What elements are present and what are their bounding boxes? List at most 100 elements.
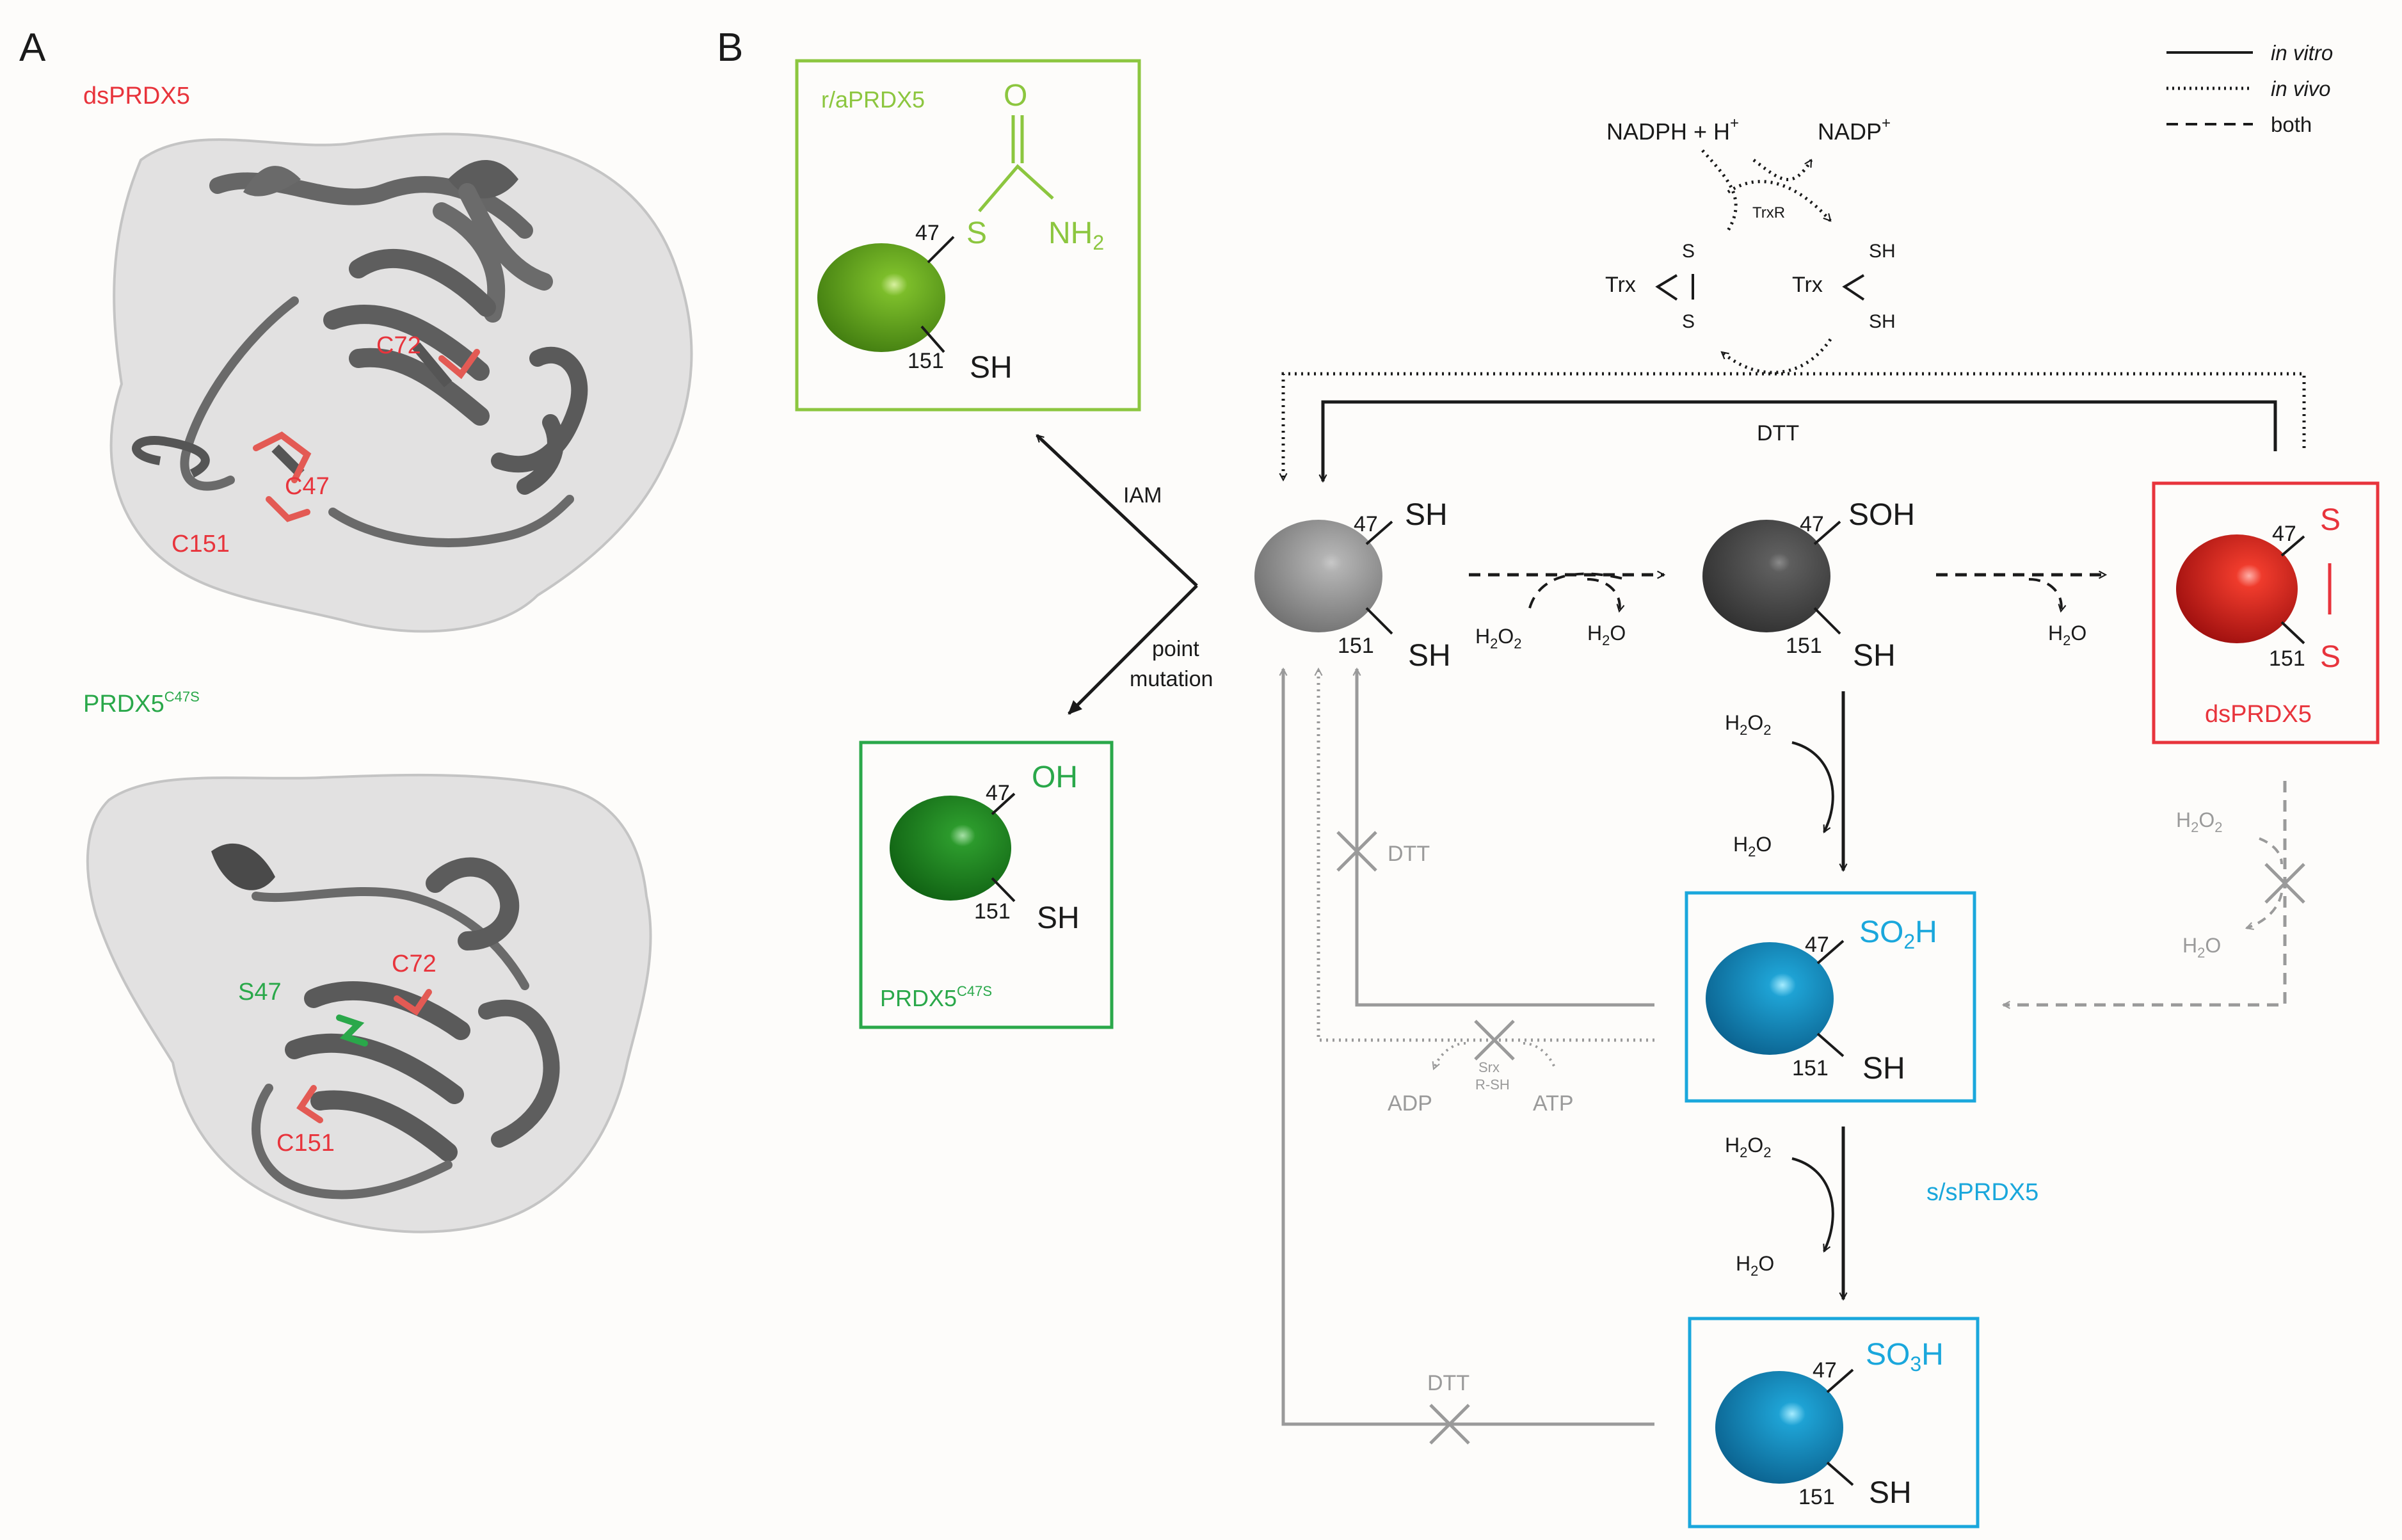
atp-label: ATP (1533, 1091, 1574, 1116)
prdx5-c47s-oh: OH (1032, 760, 1078, 794)
panel-a-label: A (19, 26, 46, 70)
prdx5-c47s-residue-151: 151 (974, 899, 1011, 924)
r-aprdx5-residue-151: 151 (908, 349, 944, 373)
dtt-reduction-arrow (1323, 400, 2277, 481)
srx-return-arrow (1318, 669, 1654, 1042)
line-style-legend: in vitro in vivo both (2166, 41, 2333, 136)
amide-nh2: NH2 (1048, 216, 1104, 254)
blocked-cross-icon-4 (1429, 1404, 1470, 1445)
thioredoxin-cycle: NADPH + H+ NADP+ TrxR Trx S S Trx SH SH (1605, 115, 1896, 374)
trx-reduced-label: Trx (1792, 273, 1823, 297)
dsprdx5-structure-image (109, 132, 693, 633)
sulfonic-residue-47: 47 (1813, 1358, 1837, 1383)
prdx5-c47s-structure-image (86, 773, 652, 1233)
dtt-label-sulfonic: DTT (1427, 1371, 1469, 1395)
r-aprdx5-sulfur: S (966, 216, 987, 250)
c47-label-top: C47 (285, 473, 330, 500)
point-mutation-arrow (1068, 584, 1198, 715)
srx-label: Srx (1478, 1059, 1500, 1075)
trx-sh-top: SH (1869, 241, 1896, 262)
reduced-prdx5: 47 151 SH SH (1254, 498, 1451, 673)
mutation-label: mutation (1130, 667, 1213, 691)
blocked-cross-icon-3 (1474, 1020, 1515, 1061)
sulfinic-sh: SH (1862, 1052, 1905, 1086)
h2o-label-gray: H2O (2182, 934, 2221, 961)
nadp-label: NADP+ (1818, 115, 1891, 145)
h2o-label-3: H2O (1733, 833, 1772, 860)
r-aprdx5-box: r/aPRDX5 47 151 S O NH2 SH (795, 59, 1141, 412)
sulfenic-soh: SOH (1848, 498, 1915, 532)
dsprdx5-structure-title: dsPRDX5 (83, 83, 190, 109)
disulfide-s-bottom: S (2320, 640, 2341, 674)
h2o2-label-gray: H2O2 (2176, 808, 2223, 835)
r-sh-label: R-SH (1475, 1077, 1510, 1093)
r-aprdx5-sh: SH (970, 351, 1013, 385)
disulfide-to-sulfinic-arrow (2003, 781, 2287, 1005)
trxr-label: TrxR (1752, 204, 1785, 221)
h2o2-label-1: H2O2 (1475, 625, 1522, 652)
sulfinic-residue-151: 151 (1792, 1056, 1829, 1080)
sulfonic-prdx5-sphere (1715, 1371, 1843, 1484)
s47-label: S47 (238, 979, 282, 1006)
legend-both-label: both (2271, 113, 2312, 136)
disulfide-s-top: S (2320, 503, 2341, 537)
sulfonic-dtt-return-arrow (1283, 669, 1654, 1426)
reduced-prdx5-sphere (1254, 520, 1382, 632)
prdx5-c47s-sh: SH (1037, 901, 1080, 935)
sulfonic-prdx5-box: 47 151 SO3H SH (1688, 1317, 1980, 1528)
dsprdx5-box: 47 151 S S dsPRDX5 (2152, 481, 2380, 744)
reduced-residue-151: 151 (1338, 634, 1374, 658)
prdx5-c47s-title: PRDX5C47S (880, 983, 992, 1011)
dtt-label-sulfinic: DTT (1388, 842, 1430, 866)
prdx5-c47s-residue-47: 47 (986, 781, 1010, 805)
reduced-sh-151: SH (1408, 639, 1451, 673)
legend-in-vivo-label: in vivo (2271, 77, 2331, 100)
iam-label: IAM (1123, 483, 1162, 508)
c72-label-bottom: C72 (392, 950, 436, 977)
adp-label: ADP (1388, 1091, 1432, 1116)
reduced-sh-47: SH (1405, 498, 1448, 532)
r-aprdx5-residue-47: 47 (915, 221, 940, 245)
trx-regeneration-arrow (1722, 338, 1832, 374)
sulfenic-prdx5: 47 151 SOH SH (1702, 498, 1915, 673)
dsprdx5-protein-sphere (2176, 534, 2298, 643)
h2o-label-4: H2O (1736, 1252, 1774, 1279)
iam-arrow (1036, 434, 1198, 587)
nadph-label: NADPH + H+ (1606, 115, 1739, 145)
sulfenic-residue-47: 47 (1800, 512, 1824, 536)
sulfinic-prdx5-box: 47 151 SO2H SH (1685, 891, 1976, 1103)
c72-label-top: C72 (376, 332, 421, 359)
point-label: point (1152, 637, 1199, 661)
dsprdx5-title: dsPRDX5 (2205, 701, 2312, 728)
nadp-arrow (1752, 159, 1813, 181)
r-aprdx5-title: r/aPRDX5 (821, 86, 925, 113)
blocked-cross-icon-1 (2264, 863, 2305, 904)
c151-label-top: C151 (172, 531, 230, 557)
dtt-label-top: DTT (1757, 421, 1799, 445)
h2o2-label-2: H2O2 (1725, 711, 1772, 738)
carbonyl-oxygen: O (1004, 79, 1027, 113)
h2o2-label-3: H2O2 (1725, 1134, 1772, 1160)
sulfonic-residue-151: 151 (1798, 1485, 1835, 1509)
sulfenic-prdx5-sphere (1702, 520, 1830, 632)
sulfinic-dtt-return-arrow (1357, 669, 1654, 1007)
sulfenic-sh-151: SH (1853, 639, 1896, 673)
sulfonic-sh: SH (1869, 1476, 1912, 1510)
prdx5-c47s-protein-sphere (890, 796, 1011, 901)
dsprdx5-residue-151: 151 (2269, 646, 2305, 671)
h2o-label-1: H2O (1587, 622, 1626, 648)
c151-label-bottom: C151 (276, 1130, 335, 1157)
sulfinic-residue-47: 47 (1805, 933, 1829, 957)
h2o-label-2: H2O (2048, 622, 2086, 648)
trx-s-top: S (1682, 241, 1695, 262)
legend-in-vitro-label: in vitro (2271, 41, 2333, 65)
prdx5-c47s-structure-title: PRDX5C47S (83, 689, 200, 718)
panel-b-label: B (717, 26, 743, 70)
sulfonic-so3h: SO3H (1866, 1338, 1944, 1376)
r-aprdx5-protein-sphere (817, 243, 945, 352)
reduced-residue-47: 47 (1354, 512, 1378, 536)
trx-oxidized-label: Trx (1605, 273, 1636, 297)
prdx5-c47s-box: 47 151 OH SH PRDX5C47S (859, 741, 1114, 1029)
sulfinic-so2h: SO2H (1859, 915, 1937, 953)
